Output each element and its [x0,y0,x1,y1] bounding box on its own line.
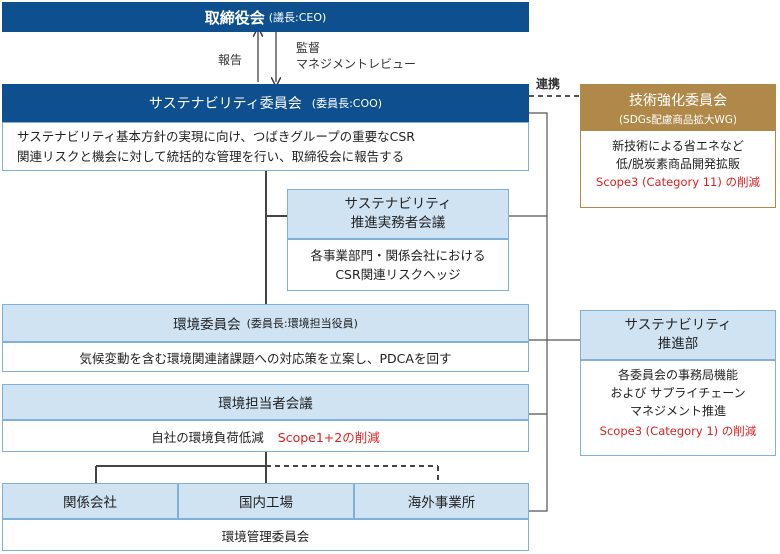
practitioners-desc-line1: 各事業部門・関係会社における [310,248,486,263]
tech-committee-box: 技術強化委員会 (SDGs配慮商品拡大WG) 新技術による省エネなど 低/脱炭素… [580,84,776,208]
env-committee-desc: 気候変動を含む環境関連諸課題への対応策を立案し、PDCAを回す [2,342,529,372]
right-spine [529,112,548,512]
env-officers-title: 環境担当者会議 [218,396,313,412]
supervise-line1: 監督 [296,41,321,55]
tech-committee-sub: (SDGs配慮商品拡大WG) [618,113,738,126]
tech-committee-scope: Scope3 (Category 11) の削減 [596,175,760,189]
sustainability-dept-desc: 各委員会の事務局機能 および サプライチェーン マネジメント推進 Scope3 … [580,360,776,456]
supervise-line2: マネジメントレビュー [296,57,417,71]
sustainability-committee-title: サステナビリティ委員会 [148,96,302,112]
unit-overseas-offices: 海外事業所 [354,483,529,519]
sustainability-committee-chair: (委員長:COO) [311,97,383,110]
env-committee-chair: (委員長:環境担当役員) [246,317,358,330]
tech-committee-body: 新技術による省エネなど 低/脱炭素商品開発拡販 Scope3 (Category… [581,131,775,191]
unit-domestic-plants-label: 国内工場 [239,495,293,511]
tech-committee-title: 技術強化委員会 [629,92,727,109]
sustainability-dept-desc-line3: マネジメント推進 [629,404,726,418]
tech-committee-desc-line1: 新技術による省エネなど [612,139,744,153]
sustainability-dept-desc-line1: 各委員会の事務局機能 [617,368,738,382]
link-label: 連携 [536,77,561,91]
unit-overseas-offices-label: 海外事業所 [407,495,476,511]
unit-domestic-plants: 国内工場 [178,483,354,519]
sustainability-committee-header: サステナビリティ委員会 (委員長:COO) [2,84,529,122]
env-officers-header: 環境担当者会議 [2,384,529,420]
env-officers-desc: 自社の環境負荷低減 Scope1+2の削減 [2,420,529,452]
env-mgmt-committee-label: 環境管理委員会 [221,528,310,544]
env-committee-title: 環境委員会 [173,317,241,333]
env-officers-desc-text: 自社の環境負荷低減 [151,429,264,445]
unit-affiliates: 関係会社 [2,483,178,519]
practitioners-header: サステナビリティ 推進実務者会議 [287,189,509,239]
sustainability-dept-desc-line2: および サプライチェーン [610,386,746,400]
sustainability-dept-header: サステナビリティ 推進部 [580,310,776,360]
tech-committee-desc-line2: 低/脱炭素商品開発拡販 [615,157,741,171]
sustainability-dept-scope: Scope3 (Category 1) の削減 [599,424,757,438]
sustainability-committee-desc-line1: サステナビリティ基本方針の実現に向け、つばきグループの重要なCSR [17,129,415,144]
env-committee-header: 環境委員会 (委員長:環境担当役員) [2,304,529,342]
sustainability-committee-desc-line2: 関連リスクと機会に対して統括的な管理を行い、取締役会に報告する [17,149,405,164]
env-committee-desc-text: 気候変動を含む環境関連諸課題への対応策を立案し、PDCAを回す [79,350,452,366]
sustainability-dept-title-line1: サステナビリティ [624,317,732,333]
supervise-label: 監督 マネジメントレビュー [296,40,416,72]
board-box: 取締役会 (議長:CEO) [2,2,529,32]
practitioners-desc: 各事業部門・関係会社における CSR関連リスクヘッジ [287,239,509,291]
board-chair: (議長:CEO) [268,11,327,24]
practitioners-desc-line2: CSR関連リスクヘッジ [335,267,461,282]
env-mgmt-committee: 環境管理委員会 [2,519,529,551]
sustainability-dept-title-line2: 推進部 [657,336,699,352]
env-officers-scope: Scope1+2の削減 [277,429,380,445]
tech-committee-header: 技術強化委員会 (SDGs配慮商品拡大WG) [581,85,775,131]
unit-affiliates-label: 関係会社 [63,495,117,511]
report-label: 報告 [218,53,243,67]
board-title: 取締役会 [204,8,265,27]
practitioners-title-line2: 推進実務者会議 [350,215,446,231]
sustainability-committee-desc: サステナビリティ基本方針の実現に向け、つばきグループの重要なCSR 関連リスクと… [2,122,529,171]
practitioners-title-line1: サステナビリティ [344,196,452,212]
